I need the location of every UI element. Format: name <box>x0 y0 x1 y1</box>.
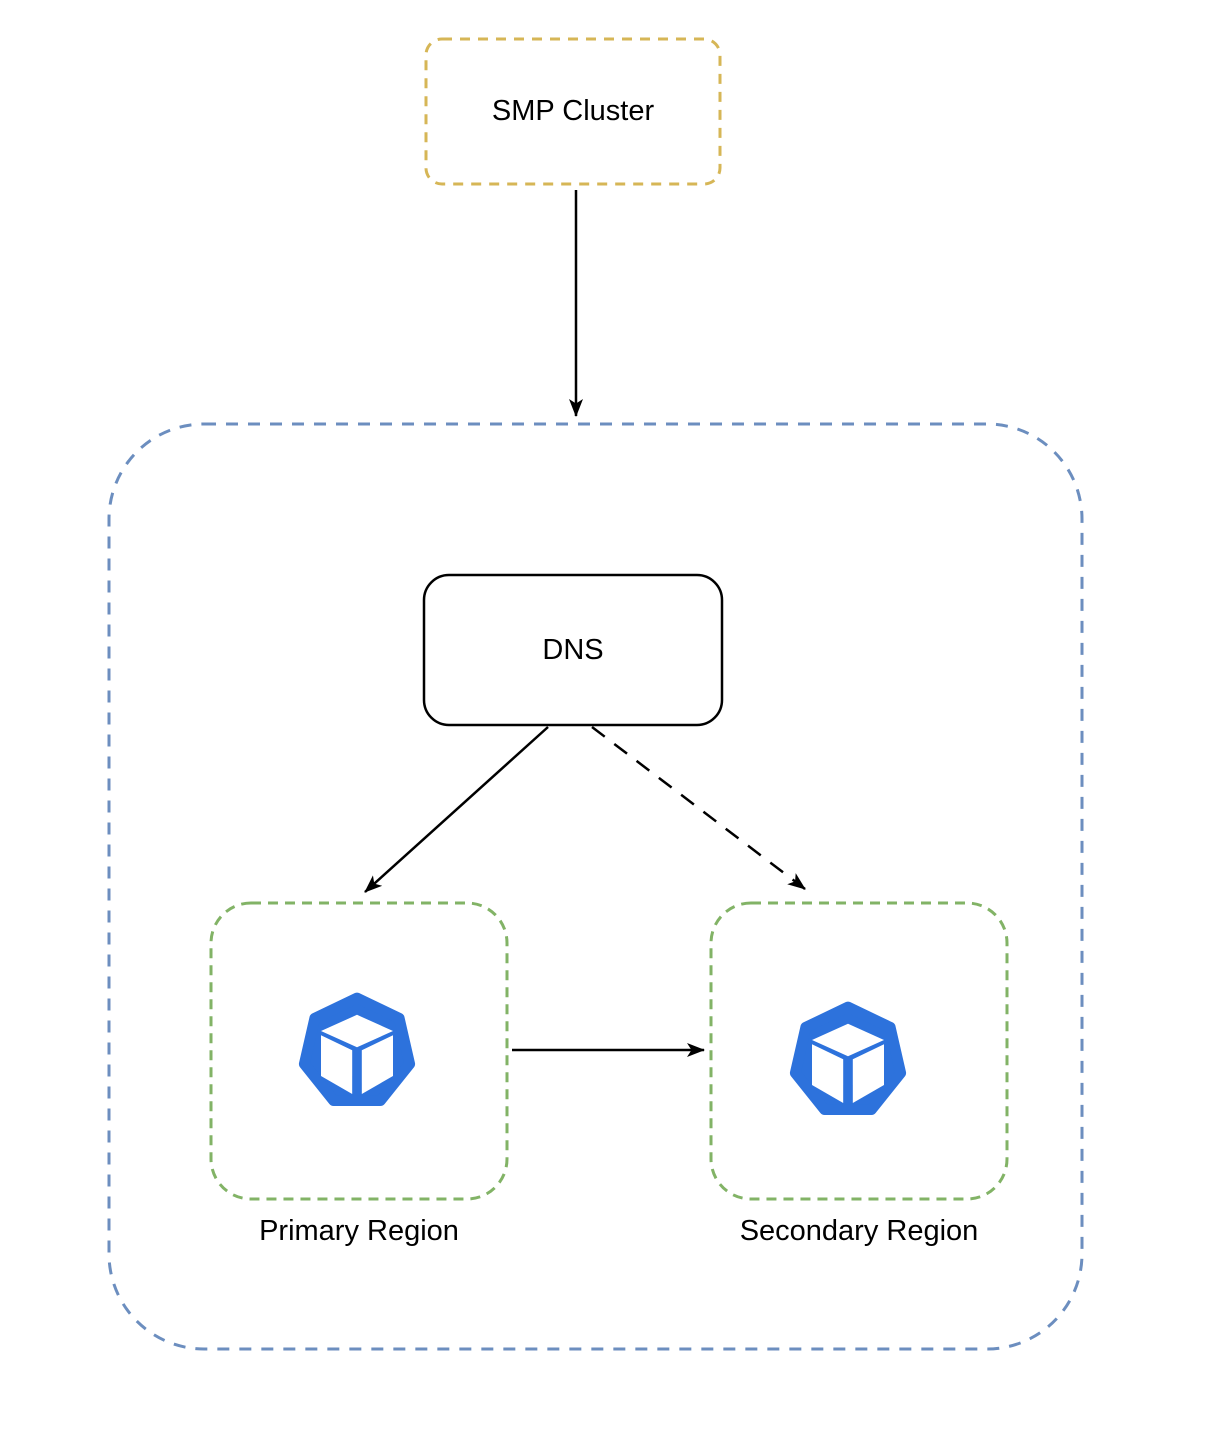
dns-box <box>422 573 724 727</box>
primary-region-label: Primary Region <box>259 1214 459 1247</box>
heptagon-cube-icon <box>789 1001 907 1116</box>
smp-cluster-box <box>424 37 722 186</box>
dns-label: DNS <box>542 633 604 666</box>
heptagon-cube-icon <box>298 992 416 1107</box>
edge-dns-to-primary <box>364 726 549 893</box>
cluster-boundary-box <box>107 422 1084 1351</box>
smp-cluster-label: SMP Cluster <box>491 95 655 128</box>
secondary-region-label: Secondary Region <box>739 1214 979 1247</box>
